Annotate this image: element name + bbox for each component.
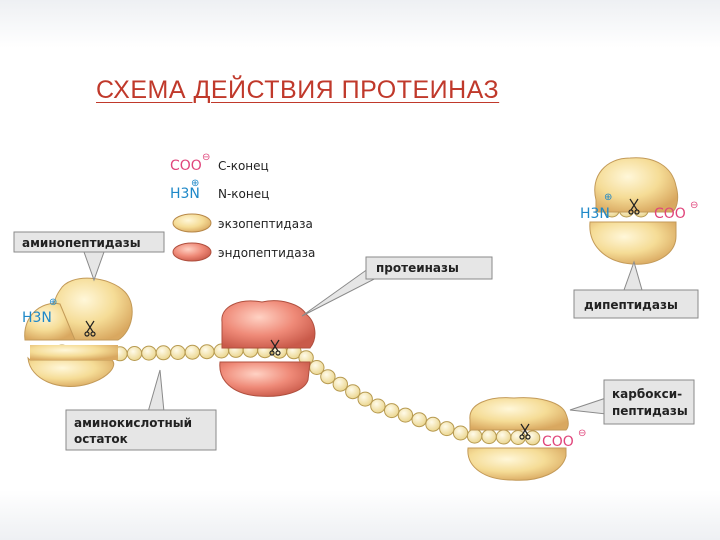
- amino-acid-bead: [333, 377, 347, 391]
- legend-exo-label: экзопептидаза: [218, 217, 313, 231]
- legend-c-end-charge: ⊖: [202, 152, 210, 163]
- dipeptidases-label: дипептидазы: [584, 298, 678, 312]
- amino-acid-bead: [358, 392, 372, 406]
- c-terminus-chain: COO: [542, 434, 574, 450]
- c-terminus-dipeptide: COO: [654, 206, 686, 222]
- proteinases-label: протеиназы: [376, 261, 459, 275]
- amino-acid-bead: [496, 430, 510, 444]
- legend: COO ⊖ С-конец H3N ⊕ N-конец экзопептидаз…: [170, 152, 315, 261]
- residue-label-line2: остаток: [74, 432, 128, 446]
- amino-acid-bead: [525, 431, 539, 445]
- amino-acid-bead: [127, 347, 141, 361]
- n-terminus-dipeptide: H3N: [580, 206, 610, 222]
- aminopeptidase-enzyme: [25, 278, 133, 386]
- c-terminus-chain-charge: ⊖: [578, 428, 586, 439]
- amino-acid-bead: [185, 345, 199, 359]
- n-terminus-dipeptide-charge: ⊕: [604, 192, 612, 203]
- legend-c-end-symbol: COO: [170, 158, 202, 174]
- n-terminus-left-charge: ⊕: [49, 297, 57, 308]
- amino-acid-bead: [385, 404, 399, 418]
- amino-acid-bead: [467, 429, 481, 443]
- carboxypeptidases-label-line2: пептидазы: [612, 404, 688, 418]
- legend-c-end-label: С-конец: [218, 159, 269, 173]
- callout-aminopeptidases: аминопептидазы: [14, 232, 164, 280]
- callout-proteinases: протеиназы: [302, 257, 492, 316]
- c-terminus-dipeptide-charge: ⊖: [690, 200, 698, 211]
- carboxypeptidases-label-line1: карбокси-: [612, 387, 682, 401]
- amino-acid-bead: [346, 385, 360, 399]
- amino-acid-bead: [200, 345, 214, 359]
- amino-acid-bead: [171, 346, 185, 360]
- legend-exo-swatch: [173, 214, 211, 232]
- amino-acid-bead: [371, 399, 385, 413]
- amino-acid-bead: [142, 346, 156, 360]
- amino-acid-bead: [156, 346, 170, 360]
- amino-acid-bead: [398, 408, 412, 422]
- n-terminus-left: H3N: [22, 310, 52, 326]
- callout-dipeptidases: дипептидазы: [574, 262, 698, 318]
- amino-acid-bead: [426, 417, 440, 431]
- amino-acid-bead: [453, 426, 467, 440]
- amino-acid-bead: [440, 422, 454, 436]
- amino-acid-bead: [321, 370, 335, 384]
- legend-endo-label: эндопептидаза: [218, 246, 315, 260]
- legend-n-end-label: N-конец: [218, 187, 269, 201]
- legend-n-end-charge: ⊕: [191, 178, 199, 189]
- callout-carboxypeptidases: карбокси- пептидазы: [570, 380, 694, 424]
- aminopeptidases-label: аминопептидазы: [22, 236, 141, 250]
- residue-label-line1: аминокислотный: [74, 416, 192, 430]
- legend-endo-swatch: [173, 243, 211, 261]
- amino-acid-bead: [412, 413, 426, 427]
- amino-acid-bead: [482, 430, 496, 444]
